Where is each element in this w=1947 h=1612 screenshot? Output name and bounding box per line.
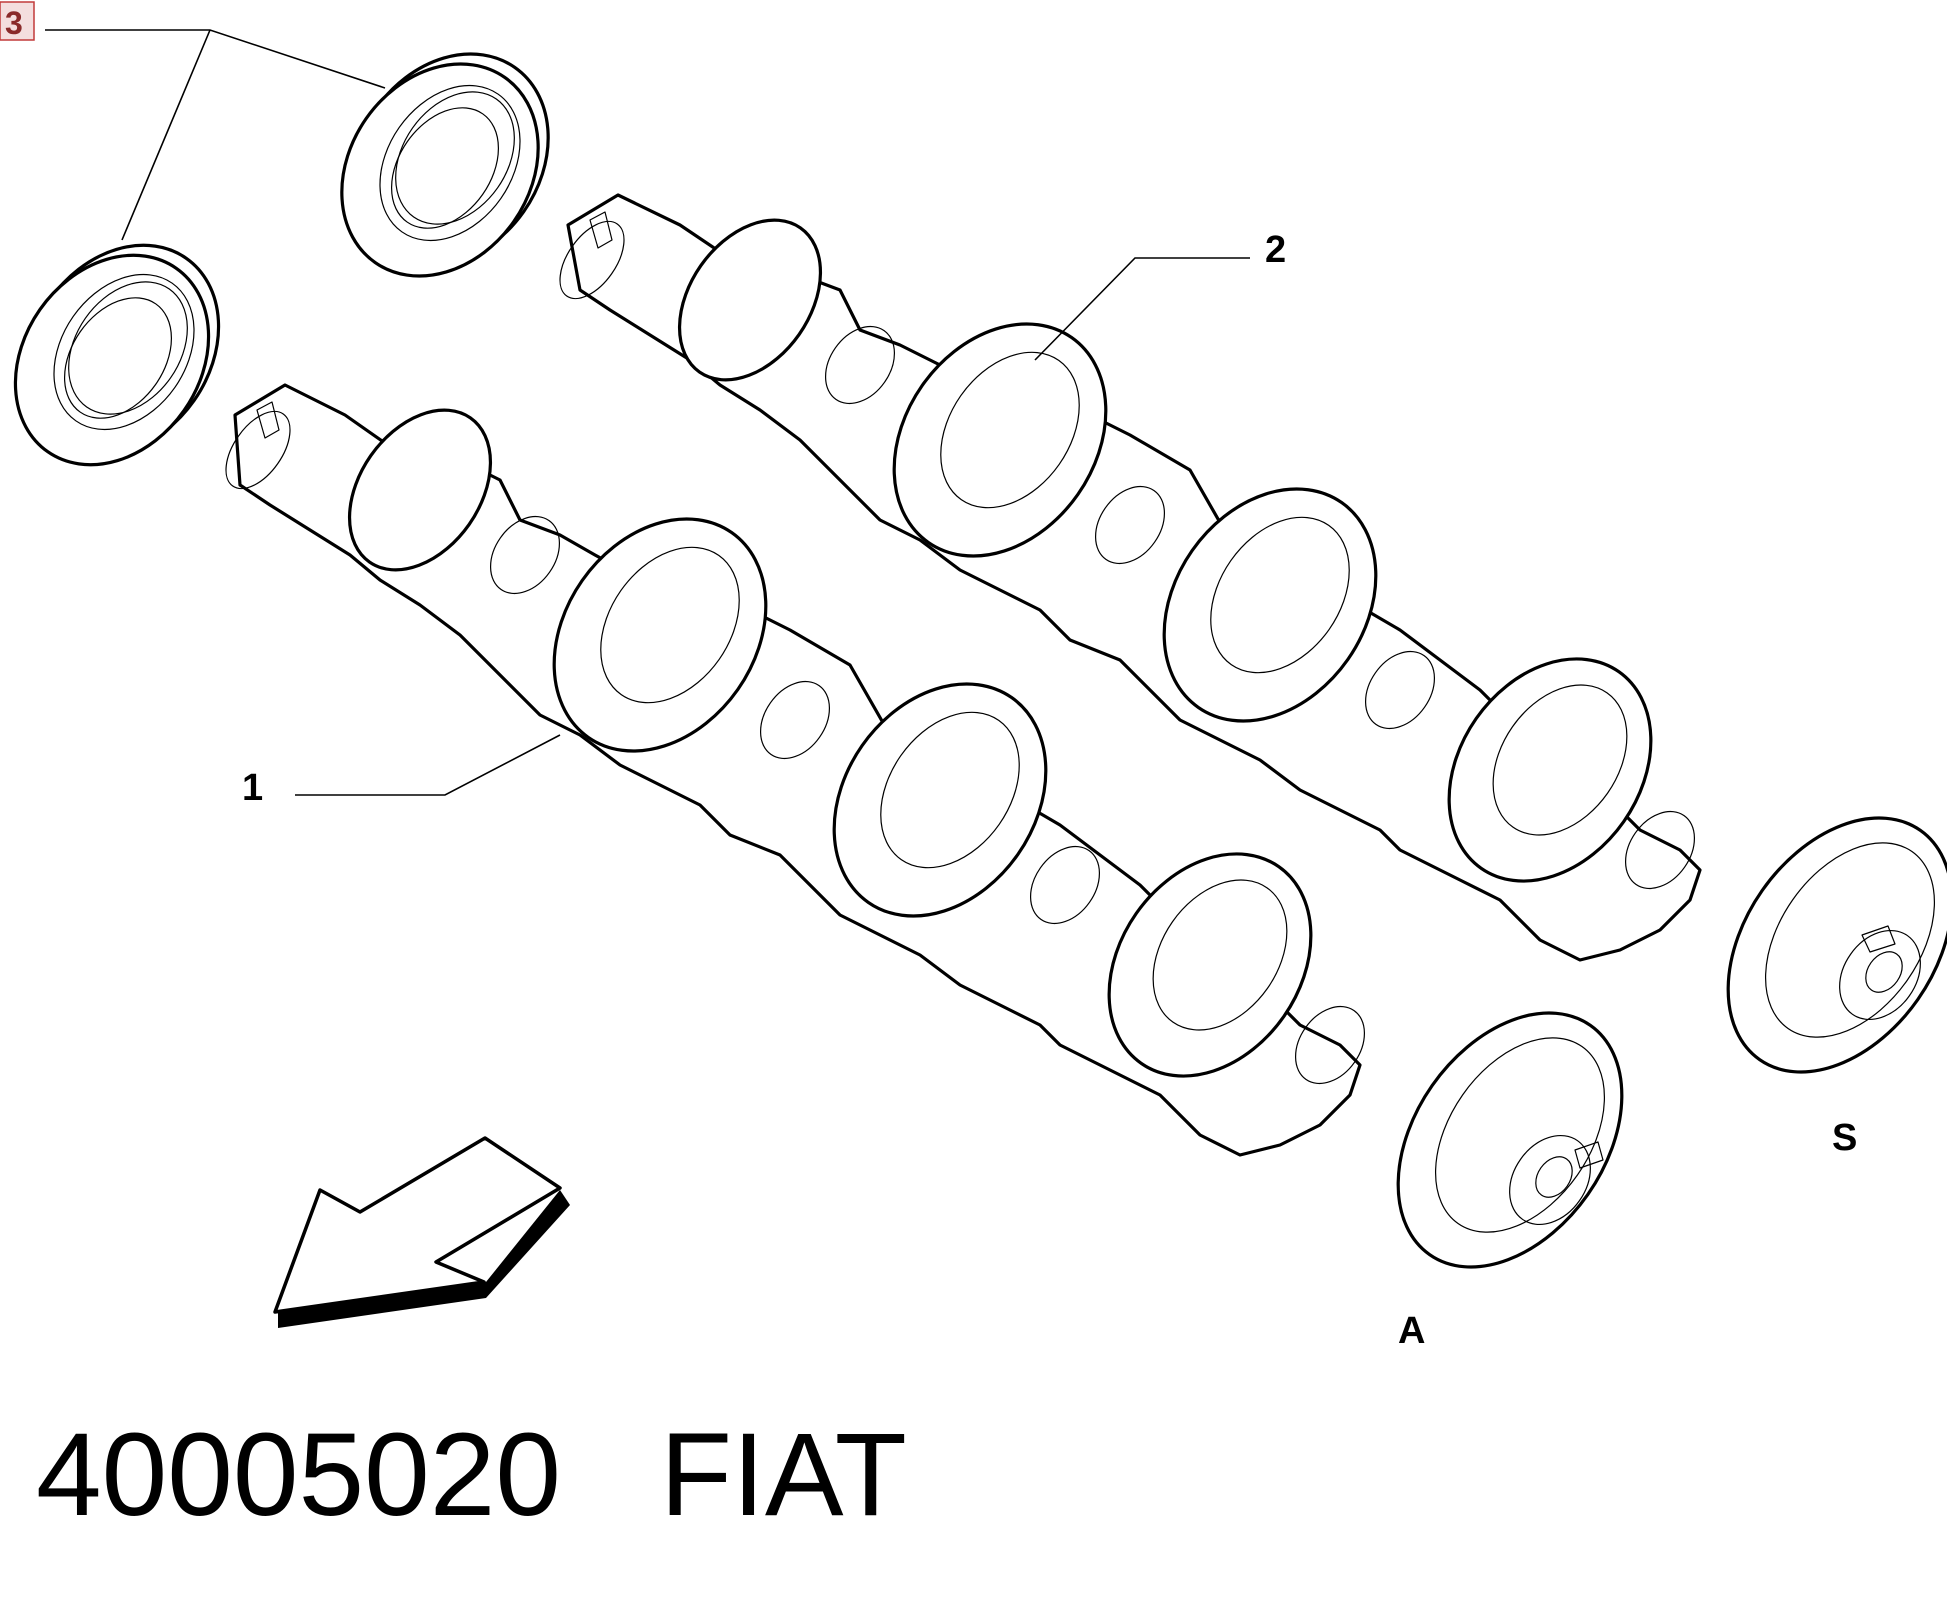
camshaft-intake[interactable]	[213, 383, 1668, 1310]
leader-lines	[45, 29, 1250, 796]
callout-seal: 3	[0, 1, 35, 41]
camshaft-exhaust[interactable]	[547, 193, 1947, 1115]
end-label-upper: S	[1832, 1117, 1857, 1159]
callout-seal-number: 3	[5, 5, 23, 41]
callout-exhaust-cam: 2	[1265, 229, 1286, 271]
part-number: 40005020	[36, 1409, 561, 1541]
oil-seal-lower[interactable]	[0, 208, 258, 502]
callout-intake-cam: 1	[242, 767, 263, 809]
direction-arrow-icon	[273, 1136, 570, 1328]
brand-name: FIAT	[660, 1409, 907, 1541]
oil-seal-upper[interactable]	[301, 16, 588, 314]
end-label-lower: A	[1398, 1310, 1425, 1352]
